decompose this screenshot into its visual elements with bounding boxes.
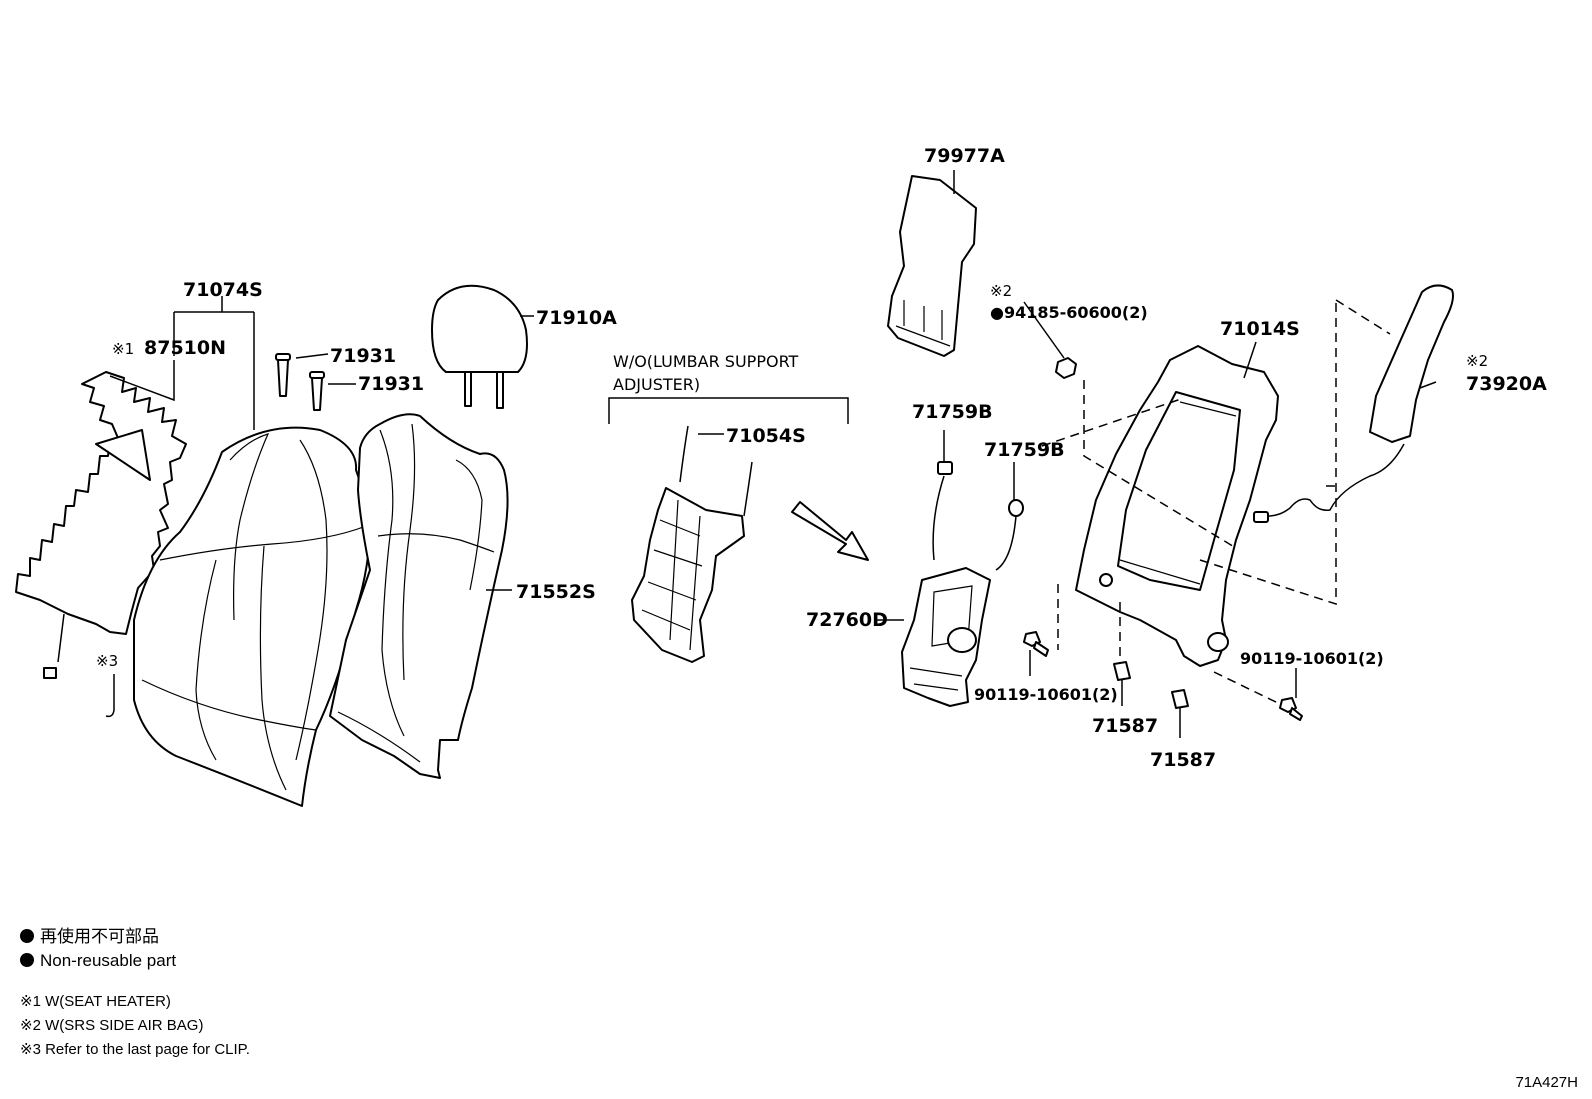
clip-71587-parts xyxy=(1113,661,1189,709)
legend-row-en: Non-reusable part xyxy=(20,949,176,973)
lumbar-adjuster-part xyxy=(901,475,1017,707)
footnote: ※3 Refer to the last page for CLIP. xyxy=(20,1041,250,1058)
headrest-support-parts xyxy=(275,353,325,411)
label-airbag-mark: ※2 xyxy=(1466,352,1488,370)
label-seatback-cover: 71074S xyxy=(183,279,263,301)
label-lumbar-support: 71054S xyxy=(726,425,806,447)
label-bolt-left: 90119-10601(2) xyxy=(974,685,1118,704)
label-seatback-pad: 71552S xyxy=(516,581,596,603)
direction-arrow xyxy=(791,501,869,561)
seatback-pad-part xyxy=(329,413,509,779)
label-nut-mark: ※2 xyxy=(990,282,1012,300)
legend: 再使用不可部品 Non-reusable part xyxy=(20,925,176,973)
label-side-airbag: 73920A xyxy=(1466,373,1547,395)
diagram-code: 71A427H xyxy=(1515,1074,1578,1091)
lumbar-support-part xyxy=(631,425,753,663)
non-reusable-dot-icon xyxy=(20,929,34,943)
dashed-guides xyxy=(1041,299,1391,705)
footnote: ※1 W(SEAT HEATER) xyxy=(20,993,171,1010)
label-clip-mark: ※3 xyxy=(96,652,118,670)
variant-box-line2: ADJUSTER) xyxy=(613,375,700,394)
label-seat-heater-mark: ※1 xyxy=(112,340,134,358)
seatback-cover-part xyxy=(133,426,372,807)
seatback-frame-part xyxy=(1075,345,1279,667)
label-clip-71587-lower: 71587 xyxy=(1150,749,1216,771)
footnote: ※2 W(SRS SIDE AIR BAG) xyxy=(20,1017,204,1034)
legend-text-en: Non-reusable part xyxy=(40,951,177,970)
label-clip-71759b-left: 71759B xyxy=(912,401,993,423)
label-nut: ●94185-60600(2) xyxy=(990,303,1148,322)
non-reusable-dot-icon xyxy=(20,953,34,967)
label-headrest-support-lower: 71931 xyxy=(358,373,424,395)
bolt-parts xyxy=(1023,631,1303,721)
variant-box-line1: W/O(LUMBAR SUPPORT xyxy=(613,352,799,371)
label-seat-heater: 87510N xyxy=(144,337,226,359)
nut-part xyxy=(1055,357,1077,379)
variant-bracket xyxy=(608,397,849,424)
leader-lines xyxy=(109,170,1437,738)
headrest-part xyxy=(431,284,528,409)
label-lumbar-adjuster: 72760D xyxy=(806,609,888,631)
legend-row-ja: 再使用不可部品 xyxy=(20,925,176,949)
label-headrest: 71910A xyxy=(536,307,617,329)
clip-part xyxy=(105,674,115,718)
callout-labels: 71074S ※1 87510N ※3 71931 71931 71910A 7… xyxy=(96,145,1547,771)
label-headrest-support-upper: 71931 xyxy=(330,345,396,367)
footnotes: ※1 W(SEAT HEATER) ※2 W(SRS SIDE AIR BAG)… xyxy=(20,990,250,1062)
side-airbag-part xyxy=(1253,284,1454,523)
label-clip-71759b-right: 71759B xyxy=(984,439,1065,461)
label-bolt-right: 90119-10601(2) xyxy=(1240,649,1384,668)
clip-71759b-parts xyxy=(937,461,1024,517)
legend-text-ja: 再使用不可部品 xyxy=(40,927,159,946)
seatback-board-part xyxy=(887,175,977,357)
seat-heater-part xyxy=(15,371,187,679)
label-clip-71587-upper: 71587 xyxy=(1092,715,1158,737)
label-seatback-frame: 71014S xyxy=(1220,318,1300,340)
label-seatback-board: 79977A xyxy=(924,145,1005,167)
